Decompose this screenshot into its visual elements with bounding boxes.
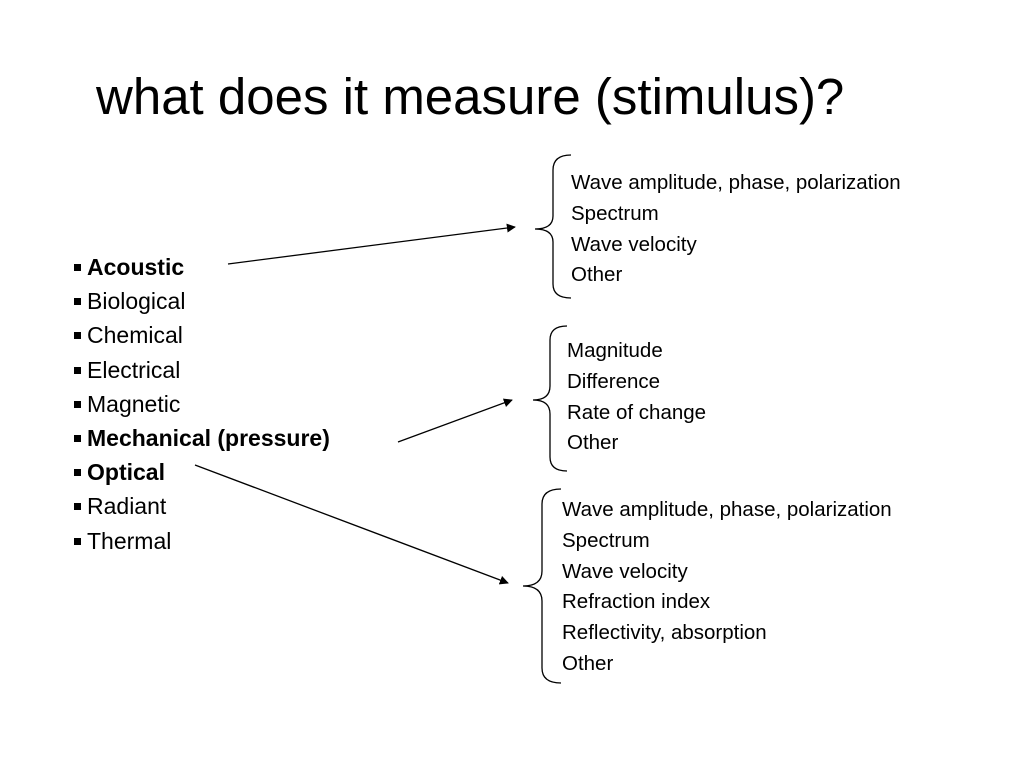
stimulus-label: Mechanical (pressure): [87, 425, 330, 452]
measurand-item: Wave velocity: [571, 232, 697, 256]
stimulus-label: Optical: [87, 459, 165, 486]
measurand-item: Spectrum: [562, 528, 650, 552]
square-bullet-icon: [74, 366, 81, 374]
square-bullet-icon: [74, 298, 81, 306]
stimulus-label: Acoustic: [87, 254, 185, 280]
measurand-item: Spectrum: [571, 201, 659, 225]
stimulus-label: Thermal: [87, 527, 172, 554]
measurand-item: Other: [571, 263, 623, 287]
slide-title: what does it measure (stimulus)?: [96, 68, 845, 125]
optical-brace: [522, 488, 562, 684]
stimulus-label: Magnetic: [87, 390, 181, 417]
stimulus-label: Electrical: [87, 356, 181, 383]
mechanical-brace: [532, 325, 568, 472]
optical-measurands-list: Wave amplitude, phase, polarization Spec…: [562, 495, 892, 680]
measurand-item: Reflectivity, absorption: [562, 621, 767, 645]
stimulus-item-optical: Optical: [74, 455, 330, 489]
mechanical-measurands-list: Magnitude Difference Rate of change Othe…: [567, 336, 706, 459]
square-bullet-icon: [74, 400, 81, 408]
stimulus-item-thermal: Thermal: [74, 524, 330, 558]
stimulus-item-radiant: Radiant: [74, 489, 330, 523]
square-bullet-icon: [74, 435, 81, 443]
stimulus-item-acoustic: Acoustic: [74, 250, 330, 284]
measurand-item: Wave velocity: [562, 559, 688, 583]
measurand-item: Other: [562, 651, 614, 675]
mechanical-arrow: [397, 398, 513, 443]
stimulus-label: Biological: [87, 288, 186, 315]
optical-arrow: [194, 464, 509, 585]
measurand-item: Magnitude: [567, 339, 663, 362]
stimulus-item-chemical: Chemical: [74, 318, 330, 352]
measurand-item: Difference: [567, 369, 661, 393]
square-bullet-icon: [74, 469, 81, 477]
measurand-item: Refraction index: [562, 590, 711, 614]
acoustic-brace: [534, 154, 572, 299]
acoustic-measurands-list: Wave amplitude, phase, polarization Spec…: [571, 168, 901, 291]
stimulus-list: Acoustic Biological Chemical Electrical …: [74, 250, 330, 558]
stimulus-item-magnetic: Magnetic: [74, 387, 330, 421]
measurand-item: Other: [567, 431, 619, 455]
measurand-item: Wave amplitude, phase, polarization: [562, 498, 892, 521]
square-bullet-icon: [74, 537, 81, 545]
stimulus-label: Chemical: [87, 322, 183, 349]
stimulus-item-electrical: Electrical: [74, 353, 330, 387]
acoustic-arrow: [227, 223, 516, 265]
square-bullet-icon: [74, 332, 81, 340]
square-bullet-icon: [74, 503, 81, 511]
measurand-item: Rate of change: [567, 400, 707, 424]
stimulus-item-mechanical: Mechanical (pressure): [74, 421, 330, 455]
stimulus-label: Radiant: [87, 493, 167, 520]
square-bullet-icon: [74, 264, 81, 271]
measurand-item: Wave amplitude, phase, polarization: [571, 171, 901, 194]
stimulus-item-biological: Biological: [74, 284, 330, 318]
